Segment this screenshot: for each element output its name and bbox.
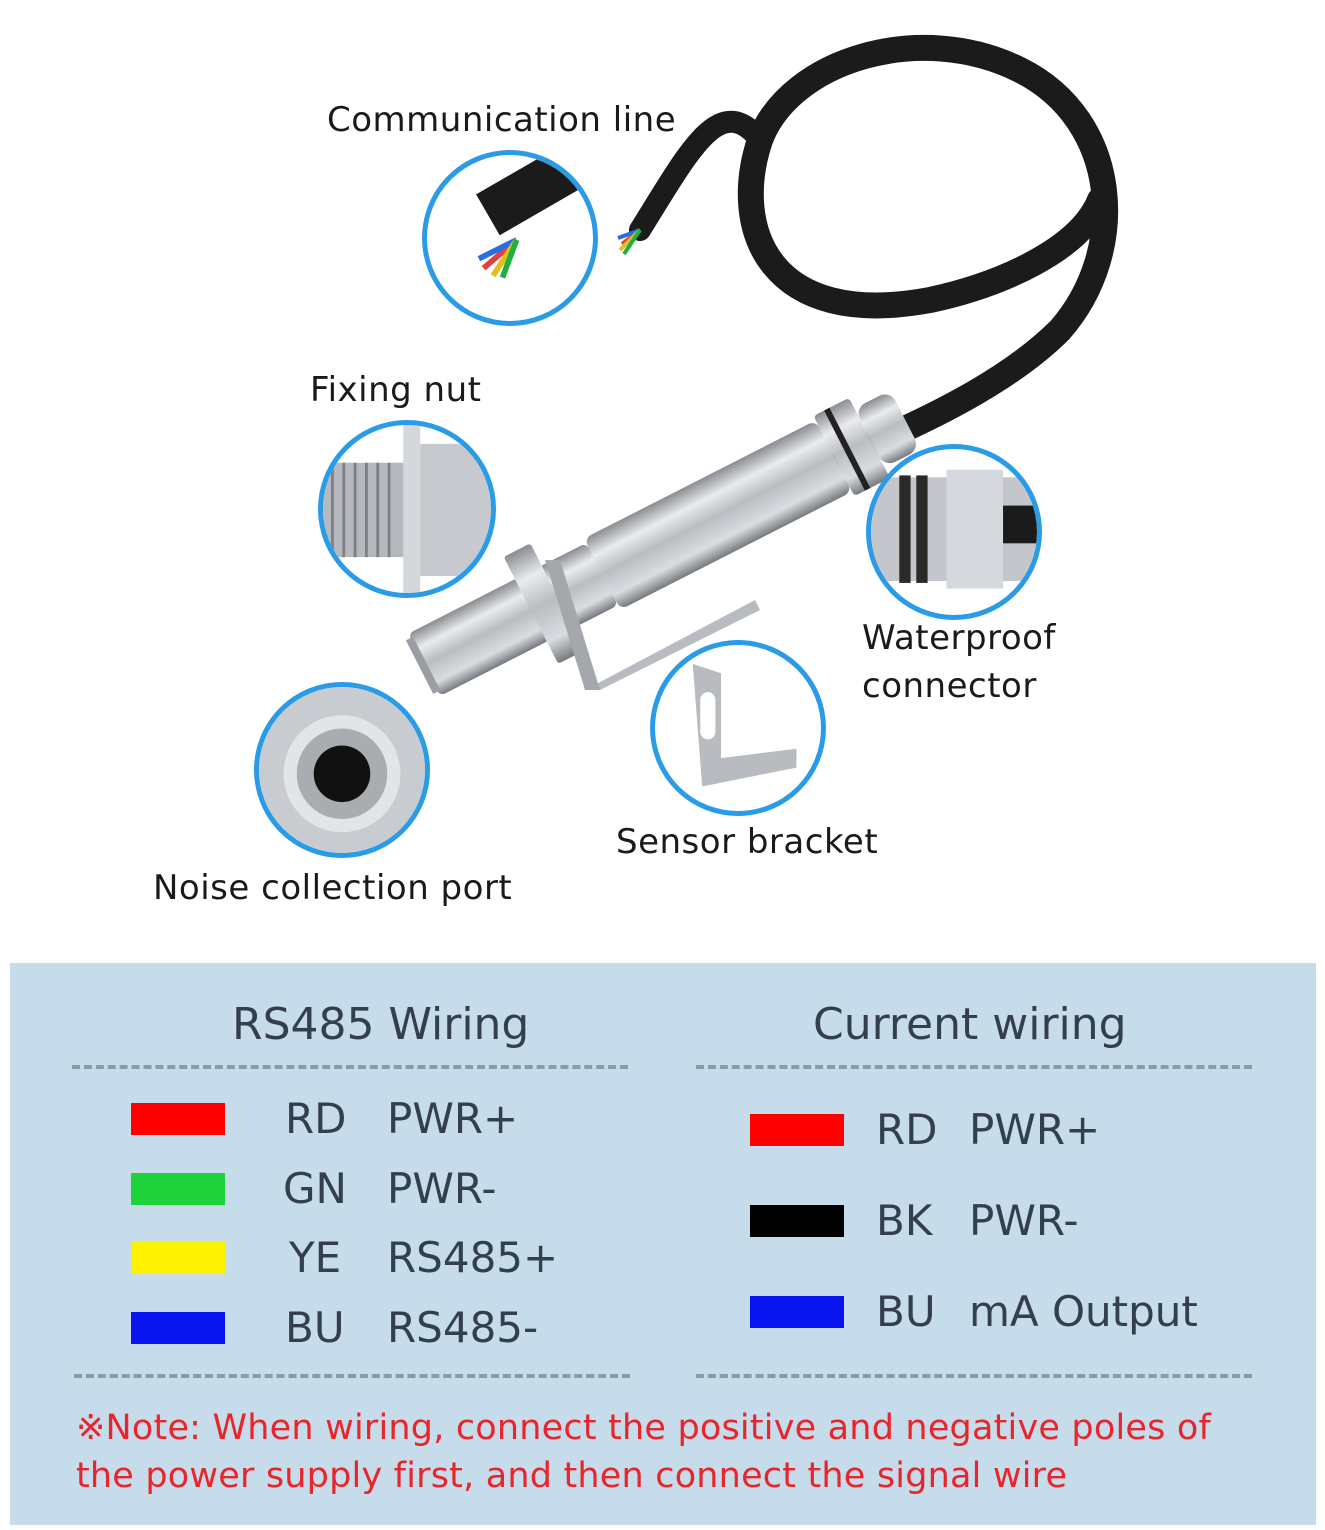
port-icon [259, 687, 425, 853]
cable [737, 34, 1119, 468]
wire-function: PWR+ [387, 1094, 519, 1143]
wire-function: RS485+ [387, 1233, 559, 1282]
wire-function: mA Output [969, 1287, 1198, 1336]
sensor-bracket-zoom [650, 640, 826, 816]
rs485-row: YE RS485+ [131, 1232, 611, 1288]
waterproof-connector-label-line1: Waterproof [862, 618, 1056, 658]
rs485-top-divider [72, 1065, 628, 1069]
wiring-note: ※Note: When wiring, connect the positive… [76, 1408, 1212, 1496]
current-row: RD PWR+ [750, 1104, 1250, 1160]
wire-color-swatch [750, 1205, 844, 1237]
wire-function: RS485- [387, 1303, 539, 1352]
current-wiring-title: Current wiring [813, 999, 1127, 1050]
current-top-divider [696, 1065, 1252, 1069]
wire-color-swatch [750, 1114, 844, 1146]
wire-function: PWR- [387, 1164, 497, 1213]
rs485-row: GN PWR- [131, 1163, 611, 1219]
wire-code: BU [285, 1303, 345, 1352]
waterproof-connector-zoom [866, 444, 1042, 620]
fixing-nut-zoom [318, 420, 496, 598]
cable-end-icon [476, 155, 593, 279]
communication-line-zoom [422, 150, 598, 326]
wire-color-swatch [750, 1296, 844, 1328]
wire-function: PWR- [969, 1196, 1079, 1245]
wire-code: GN [283, 1164, 347, 1213]
wire-code: YE [289, 1233, 342, 1282]
current-row: BU mA Output [750, 1286, 1250, 1342]
bracket-icon [692, 663, 797, 787]
wire-color-swatch [131, 1312, 225, 1344]
current-bottom-divider [696, 1374, 1252, 1378]
wire-code: RD [285, 1094, 347, 1143]
product-illustration: Communication line Fixing nut Waterproof… [153, 34, 1119, 908]
communication-line-label: Communication line [327, 100, 677, 140]
wire-color-swatch [131, 1242, 225, 1274]
wire-code: RD [876, 1105, 938, 1154]
fixing-nut-label: Fixing nut [310, 370, 482, 410]
rs485-row: RD PWR+ [131, 1093, 611, 1149]
wire-code: BU [876, 1287, 936, 1336]
sensor-bracket-label: Sensor bracket [616, 822, 879, 862]
wire-code: BK [876, 1196, 933, 1245]
rs485-bottom-divider [74, 1374, 630, 1378]
wiring-panel [10, 963, 1316, 1525]
noise-collection-port-label: Noise collection port [153, 868, 513, 908]
waterproof-connector-label-line2: connector [862, 666, 1037, 706]
noise-collection-port-zoom [254, 682, 430, 858]
nut-icon [323, 425, 491, 593]
current-row: BK PWR- [750, 1195, 1250, 1251]
rs485-wiring-title: RS485 Wiring [232, 999, 530, 1050]
wire-function: PWR+ [969, 1105, 1101, 1154]
sensor-photo [405, 34, 1119, 694]
connector-icon [871, 469, 1037, 589]
wire-color-swatch [131, 1173, 225, 1205]
rs485-row: BU RS485- [131, 1302, 611, 1358]
wire-color-swatch [131, 1103, 225, 1135]
